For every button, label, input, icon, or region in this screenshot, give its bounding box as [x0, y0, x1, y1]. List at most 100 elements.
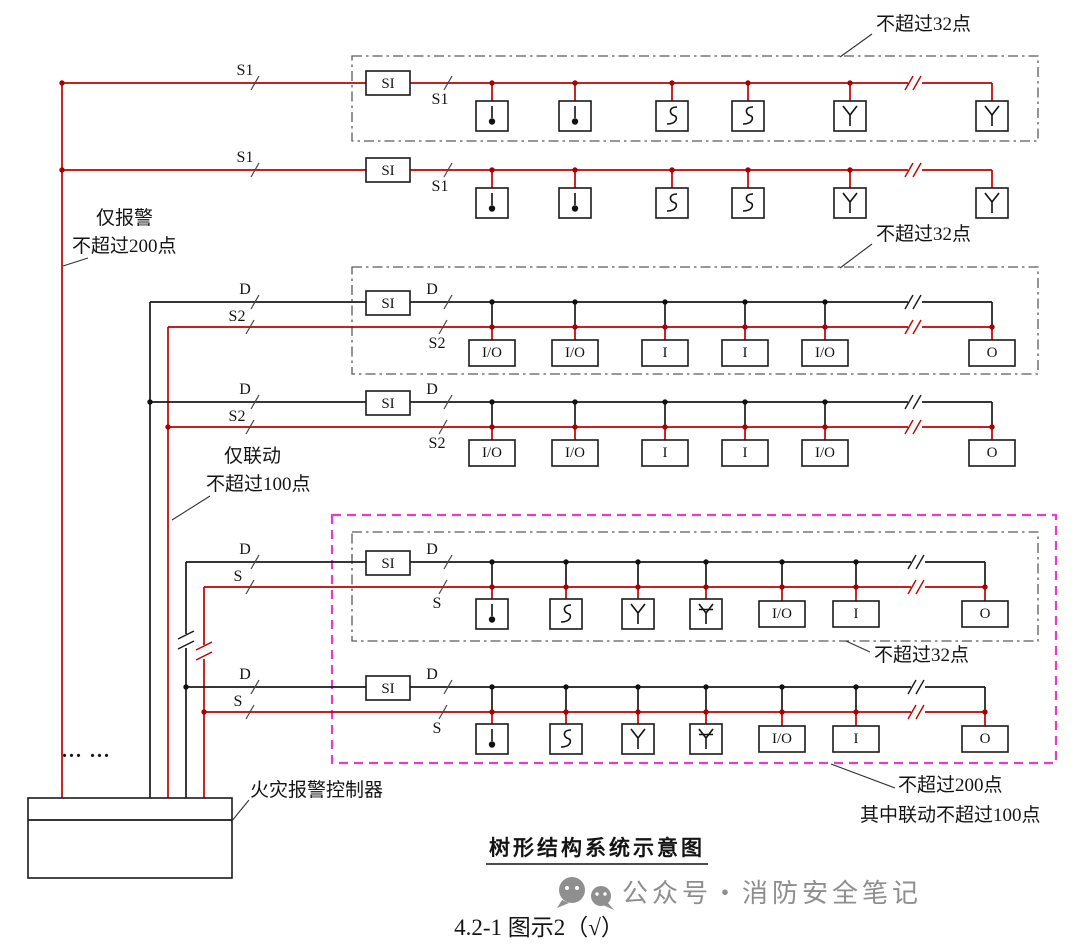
- wire-label-s1: S1: [432, 91, 449, 108]
- manual-call-point: [833, 100, 867, 132]
- leader-line: [839, 243, 873, 269]
- diagram-title: 树形结构系统示意图: [486, 836, 708, 865]
- svg-text:不超过32点: 不超过32点: [876, 13, 971, 35]
- loop1-limit-border: [351, 55, 1039, 142]
- wire-label-s: S: [433, 720, 442, 737]
- heat-detector: [558, 187, 592, 219]
- svg-text:I/O: I/O: [772, 606, 792, 622]
- svg-text:I/O: I/O: [565, 345, 585, 361]
- smoke-detector: [655, 100, 689, 132]
- wire-break: [907, 554, 925, 570]
- svg-text:O: O: [987, 445, 998, 461]
- svg-text:I: I: [743, 345, 748, 361]
- wire-label-s: S: [433, 595, 442, 612]
- loop-row-1: S1 S1 SI: [59, 62, 1009, 132]
- svg-text:不超过200点: 不超过200点: [898, 774, 1003, 796]
- wire-label-s: S: [234, 568, 243, 585]
- output-module: O: [961, 725, 1009, 753]
- smoke-detector: [549, 723, 583, 755]
- svg-text:I/O: I/O: [482, 345, 502, 361]
- wire-break: [907, 679, 925, 695]
- wire-label-s2: S2: [229, 308, 246, 325]
- trunk-breaks: [177, 630, 213, 661]
- heat-detector: [475, 598, 509, 630]
- svg-text:仅报警: 仅报警: [96, 207, 153, 229]
- svg-text:I/O: I/O: [565, 445, 585, 461]
- svg-text:I/O: I/O: [482, 445, 502, 461]
- wire-label-s1: S1: [237, 62, 254, 79]
- input-module: I: [832, 725, 880, 753]
- svg-text:I/O: I/O: [815, 445, 835, 461]
- smoke-detector: [731, 100, 765, 132]
- output-module: O: [968, 339, 1016, 367]
- manual-call-point: [833, 187, 867, 219]
- junction-dots: [489, 559, 988, 590]
- svg-text:不超过100点: 不超过100点: [206, 473, 311, 495]
- io-module: I/O: [801, 339, 849, 367]
- isolator-label: SI: [381, 76, 394, 92]
- input-module: I: [721, 339, 769, 367]
- wire-break: [904, 294, 922, 310]
- io-module: I/O: [758, 600, 806, 628]
- svg-text:O: O: [980, 731, 991, 747]
- note-combined-limit: 不超过200点 其中联动不超过100点: [830, 763, 1041, 826]
- svg-text:I: I: [743, 445, 748, 461]
- isolator-module: SI: [365, 290, 411, 316]
- isolator-module: SI: [365, 550, 411, 576]
- leader-line: [839, 33, 873, 58]
- wire-label-d: D: [239, 281, 251, 298]
- svg-text:I: I: [663, 445, 668, 461]
- svg-text:I/O: I/O: [772, 731, 792, 747]
- wire-label-d: D: [426, 281, 438, 298]
- svg-text:I/O: I/O: [815, 345, 835, 361]
- svg-text:仅联动: 仅联动: [224, 445, 281, 467]
- junction-dots: [59, 167, 853, 173]
- loop3-limit-border: [351, 266, 1039, 375]
- wire-label-d: D: [426, 381, 438, 398]
- input-module: I: [721, 439, 769, 467]
- ellipsis-more-loops: ... ...: [62, 740, 111, 762]
- hydrant-button: [689, 723, 723, 755]
- output-module: O: [961, 600, 1009, 628]
- manual-call-point: [975, 187, 1009, 219]
- fire-alarm-controller: 火灾报警控制器 ... ...: [27, 740, 383, 879]
- leader-line: [62, 257, 89, 267]
- isolator-label: SI: [381, 163, 394, 179]
- svg-text:I: I: [663, 345, 668, 361]
- wire-label-s2: S2: [429, 335, 446, 352]
- wire-label-d: D: [426, 541, 438, 558]
- watermark: 公众号・消防安全笔记: [557, 877, 922, 910]
- controller-label: 火灾报警控制器: [250, 779, 383, 801]
- wire-break: [907, 579, 925, 595]
- heat-detector: [558, 100, 592, 132]
- io-module: I/O: [468, 439, 516, 467]
- isolator-label: SI: [381, 556, 394, 572]
- isolator-label: SI: [381, 396, 394, 412]
- io-module: I/O: [758, 725, 806, 753]
- input-module: I: [832, 600, 880, 628]
- leader-line: [171, 495, 211, 521]
- speech-bubbles-icon: [557, 877, 614, 910]
- svg-text:O: O: [980, 606, 991, 622]
- leader-line: [830, 763, 896, 789]
- isolator-module: SI: [365, 675, 411, 701]
- loop5-limit-border: [351, 531, 1039, 642]
- junction-dots: [489, 299, 995, 330]
- svg-text:不超过200点: 不超过200点: [72, 235, 177, 257]
- smoke-detector: [549, 598, 583, 630]
- svg-text:树形结构系统示意图: 树形结构系统示意图: [489, 836, 705, 860]
- io-module: I/O: [468, 339, 516, 367]
- linkage-group-border: [330, 513, 1058, 765]
- manual-call-point: [621, 598, 655, 630]
- wire-label-s: S: [234, 693, 243, 710]
- wire-label-s2: S2: [429, 435, 446, 452]
- wire-label-s2: S2: [229, 408, 246, 425]
- io-module: I/O: [551, 339, 599, 367]
- leader-line: [230, 799, 250, 823]
- io-module: I/O: [551, 439, 599, 467]
- watermark-text: 公众号・消防安全笔记: [622, 879, 922, 908]
- wire-break: [904, 162, 922, 178]
- svg-text:不超过32点: 不超过32点: [874, 644, 969, 666]
- wire-break: [904, 75, 922, 91]
